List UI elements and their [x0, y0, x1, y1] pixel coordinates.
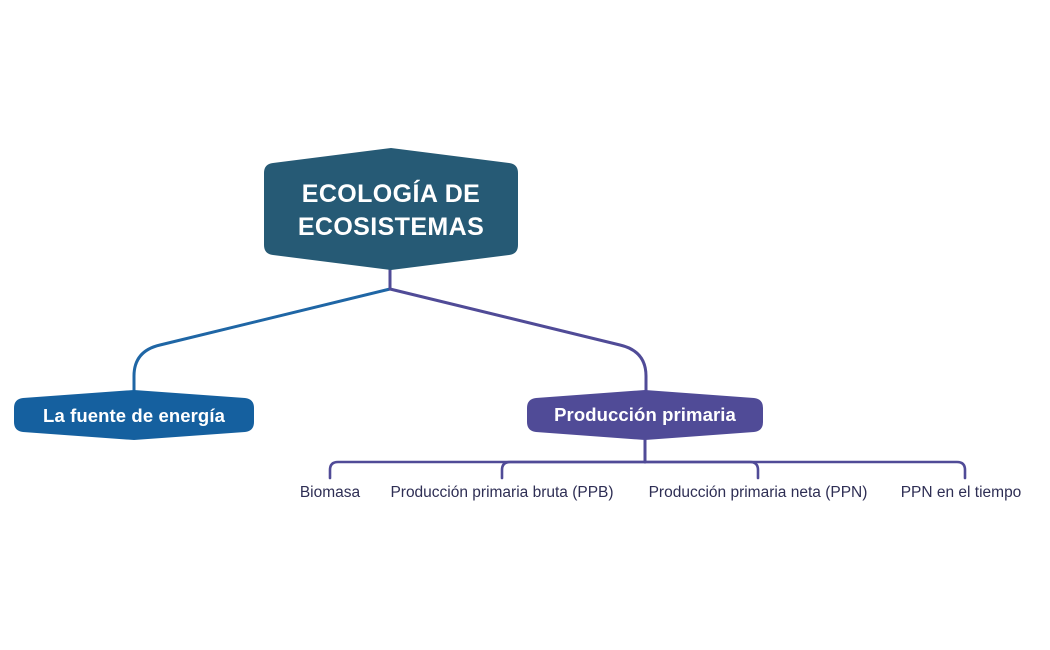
connector-bus-leaf-3 [643, 460, 760, 480]
connector-bus-leaf-1 [328, 460, 647, 480]
connector-bus-leaf-2 [500, 460, 647, 480]
leaf-label-biomasa[interactable]: Biomasa [300, 484, 361, 501]
child-node-produccion-primaria[interactable]: Producción primaria [527, 390, 763, 440]
root-node-label-line1: ECOLOGÍA DE [302, 179, 481, 208]
child-node-fuente-de-energia[interactable]: La fuente de energía [14, 390, 254, 440]
leaf-label-ppn[interactable]: Producción primaria neta (PPN) [649, 484, 868, 501]
root-node[interactable]: ECOLOGÍA DE ECOSISTEMAS [264, 148, 518, 270]
child-node-fuente-label: La fuente de energía [43, 405, 226, 426]
leaf-label-ppn-tiempo[interactable]: PPN en el tiempo [901, 484, 1022, 501]
connector-root-to-produccion [388, 287, 648, 394]
child-node-fuente-shape [14, 390, 254, 440]
leaf-label-ppb[interactable]: Producción primaria bruta (PPB) [390, 484, 613, 501]
connector-root-to-fuente [132, 287, 392, 394]
connector-bus-leaf-4 [643, 460, 967, 480]
root-node-shape [264, 148, 518, 270]
root-node-label-line2: ECOSISTEMAS [298, 213, 484, 241]
child-node-produccion-shape [527, 390, 763, 440]
child-node-produccion-label: Producción primaria [554, 404, 736, 425]
